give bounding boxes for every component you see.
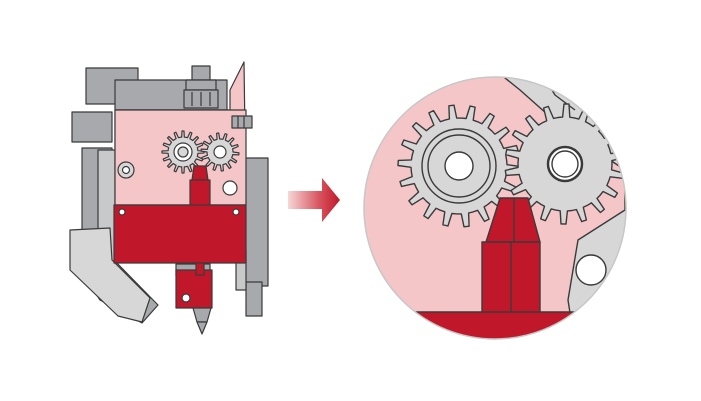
idler-gear-small [200, 132, 240, 172]
drive-gear [397, 104, 521, 228]
extruder-assembly-overview [69, 61, 269, 335]
tension-screw [231, 115, 253, 129]
filament-guide-small [189, 165, 211, 207]
hotend [175, 262, 213, 335]
drive-gear-small [161, 130, 205, 174]
carriage-plate [69, 227, 151, 323]
heater-mount-block [113, 204, 247, 264]
filament-guide [481, 197, 541, 315]
bearing-hole [222, 180, 238, 196]
heater-mount-block-magnified [364, 311, 626, 339]
zoom-arrow [288, 178, 340, 222]
magnifier-lens [363, 76, 627, 340]
filament-fitting [183, 65, 219, 109]
idler-gear [504, 103, 626, 225]
gear-detail-magnified [363, 76, 627, 340]
bearing-hole-magnified [575, 254, 607, 286]
right-arrow-icon [288, 178, 340, 222]
